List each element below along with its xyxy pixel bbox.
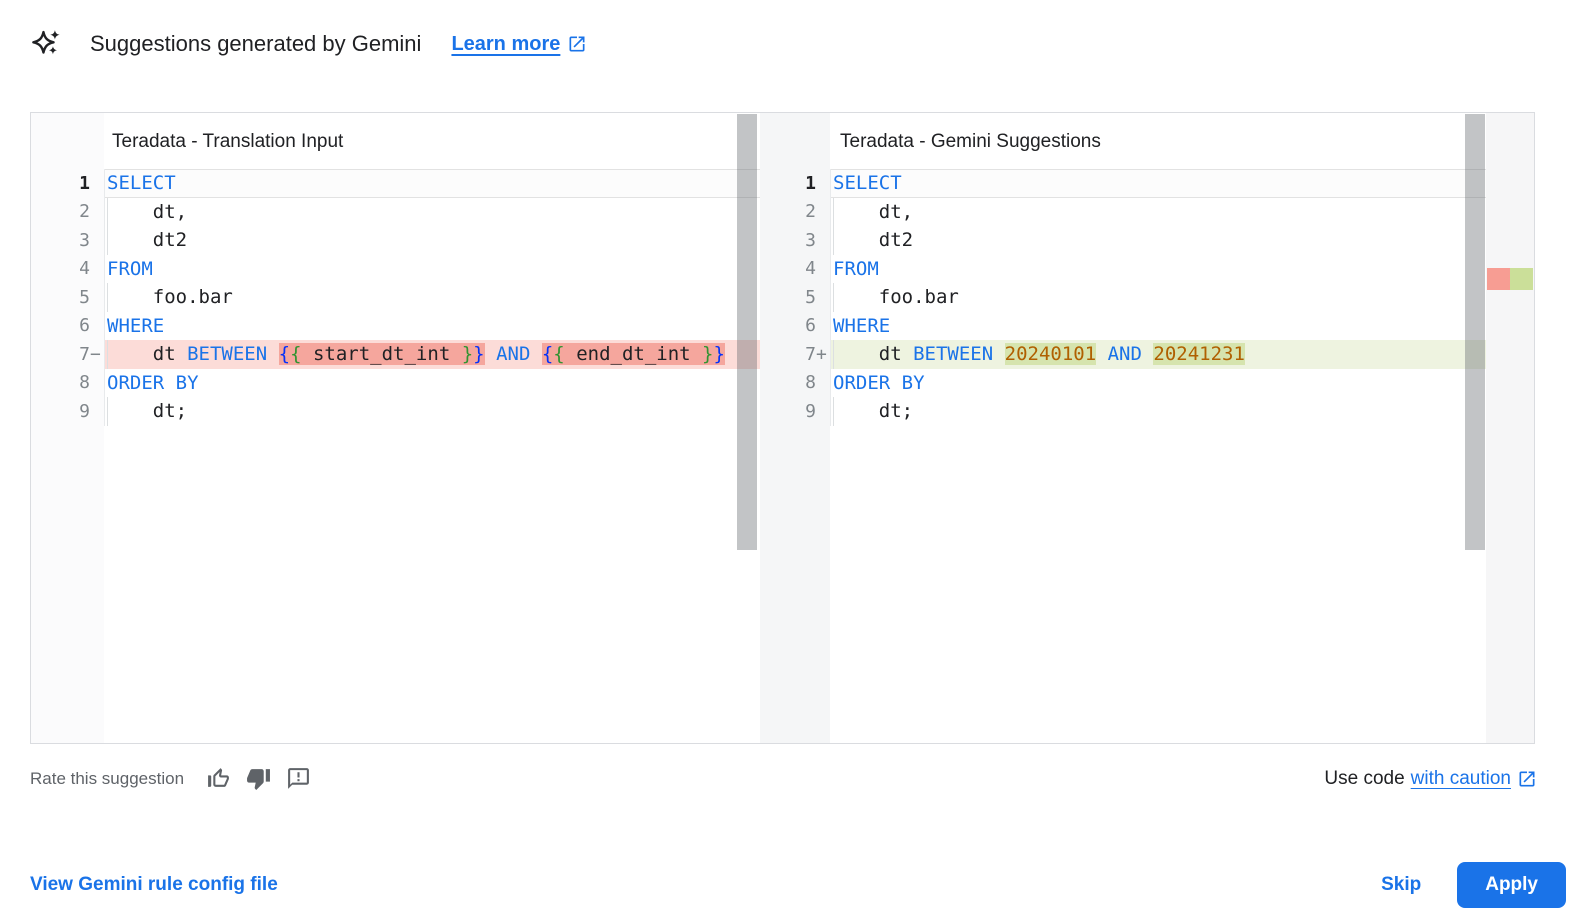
code-line-4[interactable]: 4 FROM (760, 254, 1486, 283)
thumb-up-button[interactable] (206, 766, 231, 791)
code-line-4[interactable]: 4 FROM (31, 254, 760, 283)
line-number: 7− (31, 340, 104, 369)
code-line-7[interactable]: 7+ dt BETWEEN 20240101 AND 20241231 (760, 340, 1486, 369)
line-number: 6 (79, 315, 90, 337)
code-line-content[interactable]: dt BETWEEN 20240101 AND 20241231 (830, 340, 1486, 369)
line-number: 3 (79, 229, 90, 251)
left-editor-scrollbar[interactable] (737, 114, 757, 550)
editor-title-input: Teradata - Translation Input (112, 131, 344, 152)
use-code-label: Use code (1324, 767, 1405, 789)
line-number: 3 (805, 229, 816, 251)
code-line-content[interactable]: ORDER BY (104, 368, 760, 397)
line-number-gutter (760, 113, 830, 743)
page-title: Suggestions generated by Gemini (90, 31, 422, 56)
rate-suggestion-label: Rate this suggestion (30, 768, 185, 788)
diff-removed-marker (1487, 268, 1510, 290)
external-link-icon (569, 36, 585, 52)
code-line-2[interactable]: 2 dt, (760, 197, 1486, 226)
code-line-content[interactable]: SELECT (104, 169, 760, 198)
code-line-content[interactable]: WHERE (104, 311, 760, 340)
code-line-1[interactable]: 1 SELECT (760, 169, 1486, 198)
code-line-content[interactable]: dt2 (104, 226, 760, 255)
report-feedback-button[interactable] (286, 766, 311, 791)
diff-added-marker (1510, 268, 1533, 290)
code-line-7[interactable]: 7− dt BETWEEN {{ start_dt_int }} AND {{ … (31, 340, 760, 369)
line-number: 9 (805, 400, 816, 422)
rate-icons (206, 766, 311, 791)
primary-actions: Skip Apply (1363, 862, 1566, 908)
code-line-content[interactable]: SELECT (830, 169, 1486, 198)
code-line-content[interactable]: dt BETWEEN {{ start_dt_int }} AND {{ end… (104, 340, 760, 369)
editor-title-suggestions: Teradata - Gemini Suggestions (840, 131, 1101, 152)
line-number: 4 (805, 258, 816, 280)
code-line-2[interactable]: 2 dt, (31, 197, 760, 226)
code-line-6[interactable]: 6 WHERE (31, 311, 760, 340)
code-line-content[interactable]: WHERE (830, 311, 1486, 340)
code-line-8[interactable]: 8 ORDER BY (760, 368, 1486, 397)
diff-sign: + (816, 343, 827, 365)
code-line-content[interactable]: FROM (104, 254, 760, 283)
line-number: 1 (79, 172, 90, 194)
thumb-down-icon (247, 769, 271, 790)
line-number: 8 (805, 372, 816, 394)
code-line-3[interactable]: 3 dt2 (760, 226, 1486, 255)
line-number: 1 (805, 172, 816, 194)
line-number: 9 (79, 400, 90, 422)
suggestions-header: Suggestions generated by Gemini Learn mo… (30, 27, 587, 61)
line-number: 4 (79, 258, 90, 280)
learn-more-label[interactable]: Learn more (451, 32, 561, 55)
code-line-6[interactable]: 6 WHERE (760, 311, 1486, 340)
code-line-content[interactable]: foo.bar (104, 283, 760, 312)
view-rule-config-link[interactable]: View Gemini rule config file (30, 874, 278, 895)
line-number: 2 (79, 201, 90, 223)
code-line-9[interactable]: 9 dt; (760, 397, 1486, 426)
feedback-row: Rate this suggestion Use code with cauti… (30, 766, 1537, 791)
thumb-down-button[interactable] (246, 766, 271, 791)
line-number: 6 (805, 315, 816, 337)
gemini-sparkle-icon (32, 30, 60, 55)
action-bar: View Gemini rule config file Skip Apply (30, 862, 1566, 908)
code-line-content[interactable]: foo.bar (830, 283, 1486, 312)
line-number: 7+ (760, 340, 830, 369)
use-code-notice: Use code with caution (1324, 768, 1537, 790)
code-line-content[interactable]: dt; (104, 397, 760, 426)
diff-overview-ruler[interactable] (1486, 113, 1534, 743)
code-line-content[interactable]: dt, (830, 197, 1486, 226)
code-line-9[interactable]: 9 dt; (31, 397, 760, 426)
code-line-content[interactable]: dt, (104, 197, 760, 226)
code-line-8[interactable]: 8 ORDER BY (31, 368, 760, 397)
diff-sign: − (90, 343, 101, 365)
apply-button[interactable]: Apply (1457, 862, 1566, 908)
line-number: 2 (805, 201, 816, 223)
thumb-up-icon (208, 768, 229, 787)
code-line-1[interactable]: 1 SELECT (31, 169, 760, 198)
line-number-gutter (31, 113, 104, 743)
code-line-content[interactable]: ORDER BY (830, 368, 1486, 397)
learn-more-link[interactable]: Learn more (451, 33, 587, 56)
right-editor-scrollbar[interactable] (1465, 114, 1485, 550)
code-line-5[interactable]: 5 foo.bar (31, 283, 760, 312)
code-line-content[interactable]: dt; (830, 397, 1486, 426)
code-line-3[interactable]: 3 dt2 (31, 226, 760, 255)
skip-button[interactable]: Skip (1363, 864, 1439, 906)
feedback-icon (288, 768, 309, 789)
code-line-content[interactable]: dt2 (830, 226, 1486, 255)
line-number: 8 (79, 372, 90, 394)
code-line-5[interactable]: 5 foo.bar (760, 283, 1486, 312)
with-caution-link[interactable]: with caution (1410, 767, 1511, 789)
line-number: 5 (805, 286, 816, 308)
code-line-content[interactable]: FROM (830, 254, 1486, 283)
external-link-icon (1519, 771, 1535, 786)
line-number: 5 (79, 286, 90, 308)
